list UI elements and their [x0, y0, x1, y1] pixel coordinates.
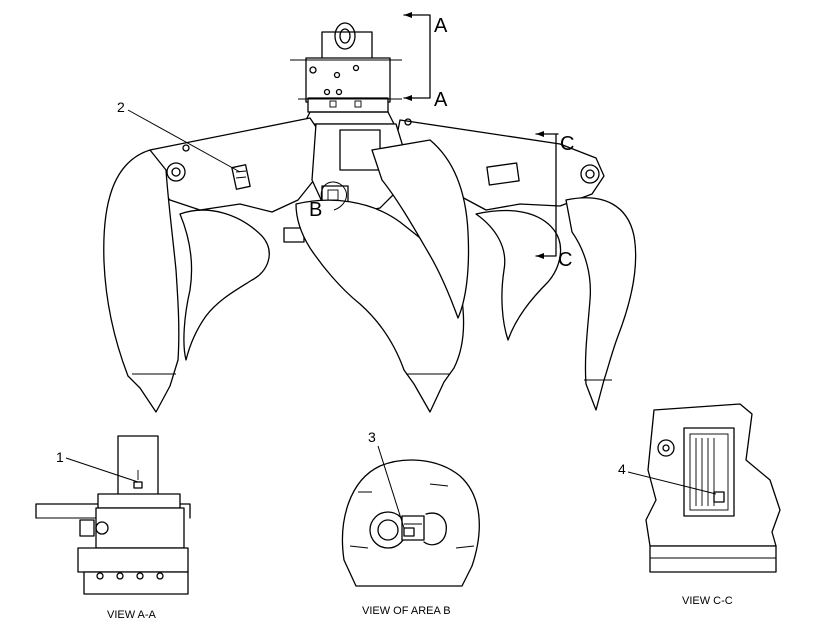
view-area-b-caption: VIEW OF AREA B: [362, 605, 451, 617]
callout-1-number: 1: [56, 449, 64, 465]
callout-3-number: 3: [368, 429, 376, 445]
section-c-bottom-label: C: [558, 249, 572, 271]
callout-2-number: 2: [117, 99, 125, 115]
area-b-label: B: [309, 199, 322, 221]
decal-4-view-cc: [683, 427, 735, 517]
tine-left-inner: [179, 209, 270, 361]
left-frame: [149, 117, 331, 213]
section-a-marker: A A: [403, 12, 448, 111]
tine-center: [295, 199, 465, 413]
section-c-top-label: C: [560, 133, 574, 155]
callout-2: 2: [117, 99, 241, 173]
tine-right-inner: [475, 209, 562, 341]
callout-4-number: 4: [618, 461, 626, 477]
section-a-top-label: A: [434, 15, 448, 37]
section-a-bottom-label: A: [434, 89, 448, 111]
view-area-b: 3 VIEW OF AREA B: [341, 429, 480, 617]
tine-left-outer: [103, 149, 180, 413]
section-c-marker: C C: [535, 131, 574, 271]
area-b-marker: B: [309, 181, 348, 221]
rotator-mount: [290, 22, 402, 125]
view-aa-caption: VIEW A-A: [107, 609, 157, 621]
tine-right-outer: [565, 197, 637, 411]
view-cc-caption: VIEW C-C: [682, 595, 733, 607]
tine-center-back: [371, 139, 470, 319]
view-cc: 4 VIEW C-C: [618, 403, 781, 607]
grapple-assembly: [103, 22, 637, 413]
view-aa: 1 VIEW A-A: [35, 435, 191, 621]
